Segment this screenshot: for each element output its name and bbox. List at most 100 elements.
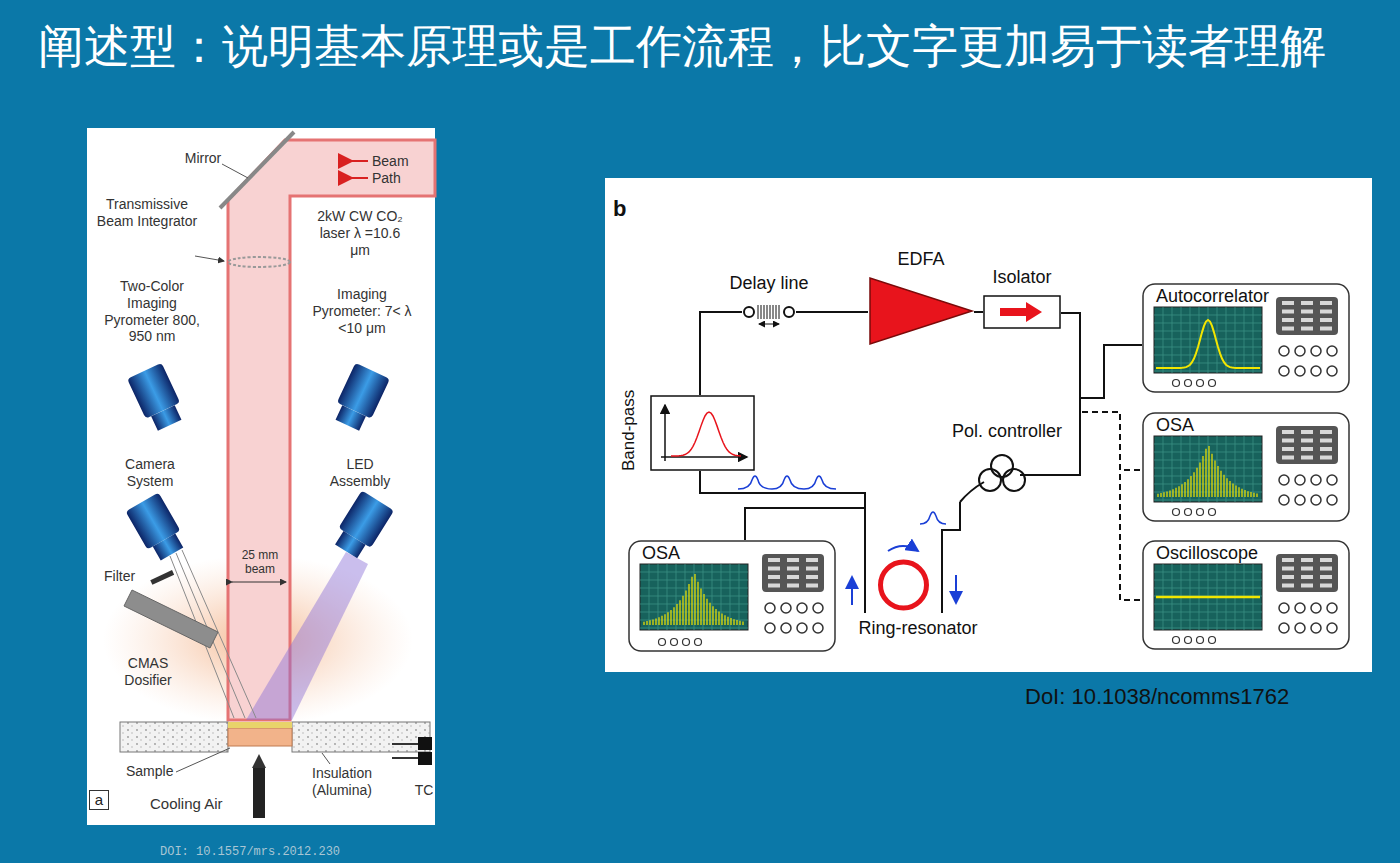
instrument-name: Autocorrelator: [1156, 285, 1269, 307]
instrument-box: Oscilloscope: [1142, 540, 1350, 650]
grating-line: [779, 305, 780, 319]
part-label: Mirror: [172, 150, 234, 167]
fiber-connector: [942, 502, 960, 555]
fiber-connector: [1061, 313, 1142, 600]
thermocouple: [418, 737, 432, 750]
filter: [150, 570, 174, 585]
fiber-connector: [1061, 313, 1142, 398]
insulation: [120, 722, 228, 752]
circulator: [744, 307, 754, 317]
trace: [1156, 320, 1260, 368]
circulation-arrow: [888, 546, 918, 551]
fiber-connector: [1061, 313, 1142, 470]
instrument-name: Oscilloscope: [1156, 542, 1258, 564]
part-label: Sample: [126, 763, 182, 780]
thermocouple: [418, 752, 432, 765]
screen-buttons: [1173, 509, 1216, 516]
instrument-box: OSA: [1142, 412, 1350, 522]
slide-title: 阐述型：说明基本原理或是工作流程，比文字更加易于读者理解: [38, 16, 1326, 78]
screen-grid: [1154, 436, 1262, 502]
leader-line: [176, 748, 230, 772]
part-label: Transmissive Beam Integrator: [96, 196, 198, 230]
knobs: [765, 603, 823, 633]
grating-line: [767, 305, 768, 319]
part-label: Two-Color Imaging Pyrometer 800, 950 nm: [98, 278, 206, 345]
sample-coating: [228, 722, 292, 728]
screen-grid: [1154, 564, 1262, 630]
screen-buttons: [1173, 637, 1216, 644]
bus-waveguide: [864, 555, 866, 613]
polarization-controller: Pol. controller: [940, 420, 1074, 502]
fiber-paddle: [979, 469, 1001, 491]
beam-arrow: [352, 160, 368, 162]
thermocouple-wire: [392, 757, 418, 759]
knobs: [1279, 603, 1337, 633]
keypad: [1276, 554, 1338, 592]
amplifier-triangle: EDFA: [868, 248, 974, 346]
screen: [1154, 436, 1262, 502]
grating-line: [770, 305, 771, 319]
mirror: [220, 132, 294, 208]
ring-resonator: Ring-resonator: [840, 555, 996, 639]
component-label: Band-pass: [615, 395, 643, 471]
keypad: [762, 554, 824, 592]
component-label: Delay line: [720, 272, 818, 294]
leader-line: [222, 164, 248, 178]
passband-curve: [671, 412, 741, 456]
camera-system: [126, 493, 189, 564]
legend-label: Beam Path: [372, 153, 422, 187]
leader-line: [195, 256, 224, 261]
component-label: EDFA: [868, 248, 974, 270]
cmas-dosifier: [124, 590, 218, 648]
fiber: [796, 311, 818, 313]
grating-line: [773, 305, 774, 319]
spectrum-lines: [1158, 446, 1257, 497]
fiber: [960, 475, 1074, 502]
screen: [640, 564, 748, 630]
band-pass-filter: Band-pass: [615, 395, 755, 471]
led-light: [246, 552, 368, 720]
knobs: [1279, 475, 1337, 505]
screen-buttons: [1173, 380, 1216, 387]
part-label: LED Assembly: [316, 456, 404, 490]
dimension-label: 25 mm beam: [232, 548, 288, 577]
filter-box: [651, 396, 754, 470]
screen-grid: [1154, 307, 1262, 373]
grating-line: [764, 305, 765, 319]
sample: [228, 728, 292, 746]
insulation: [292, 722, 430, 752]
fiber: [720, 311, 742, 313]
screen-buttons: [659, 639, 702, 646]
led-assembly: [330, 490, 394, 561]
pyrometer-camera: [330, 363, 390, 433]
pyrometer-camera: [127, 363, 187, 433]
component-label: Ring-resonator: [840, 617, 996, 639]
flow-arrow: [955, 575, 957, 603]
part-label: Imaging Pyrometer: 7< λ <10 μm: [306, 286, 418, 336]
leader-line: [322, 753, 330, 764]
keys: [768, 558, 818, 588]
instrument-name: OSA: [1156, 414, 1194, 436]
grating-line: [761, 305, 762, 319]
part-label: Filter: [104, 568, 148, 585]
circulator: [784, 307, 794, 317]
keys: [1282, 558, 1332, 588]
instrument-name: OSA: [642, 542, 680, 564]
keypad: [1276, 297, 1338, 335]
panel-letter: a: [89, 790, 109, 810]
bus-waveguide: [941, 555, 943, 613]
ring: [881, 562, 927, 608]
instrument-case: [629, 541, 835, 651]
fiber-paddle: [991, 455, 1013, 477]
keys: [1282, 430, 1332, 460]
part-label: 2kW CW CO₂ laser λ =10.6 μm: [312, 208, 408, 258]
screen: [1154, 564, 1262, 630]
amplifier-triangle: [870, 278, 972, 344]
grating-line: [758, 305, 759, 319]
fiber-paddle: [1003, 469, 1025, 491]
flow-arrow: [851, 577, 853, 605]
figure-panel: [605, 178, 1372, 672]
isolator-box: [984, 296, 1060, 328]
spectrum-lines: [644, 574, 743, 625]
instrument-box: OSA: [628, 540, 836, 652]
